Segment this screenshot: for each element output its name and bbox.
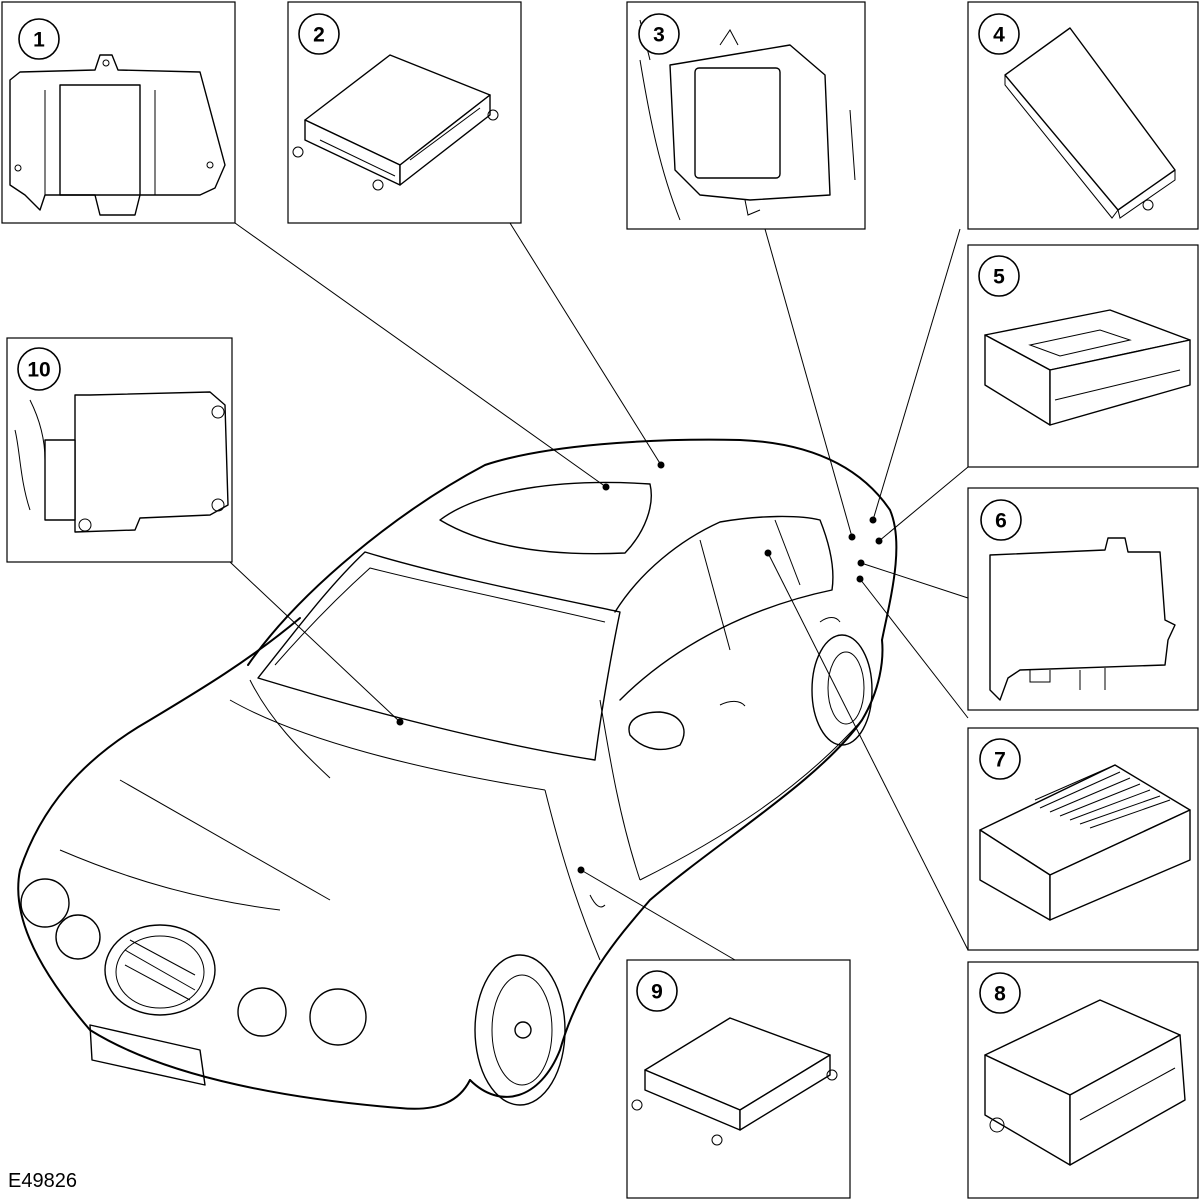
svg-text:6: 6 [995,510,1007,533]
callout-badge-3: 3 [638,13,680,55]
leader-line-10 [229,561,401,723]
leader-line-3 [764,228,853,538]
leader-line-6 [860,562,969,599]
svg-text:7: 7 [994,749,1006,772]
figure-reference-code: E49826 [8,1170,77,1192]
callout-badge-5: 5 [978,255,1020,297]
callout-badge-8: 8 [979,972,1021,1014]
panel-4 [967,1,1199,230]
svg-text:4: 4 [993,24,1005,47]
car-illustration [17,438,898,1110]
callout-badge-1: 1 [18,18,60,60]
leader-lines [229,222,969,961]
leader-line-8 [767,552,969,951]
callout-badge-2: 2 [298,13,340,55]
panel-8 [967,961,1199,1199]
leader-line-5 [878,466,969,542]
svg-text:2: 2 [313,24,325,47]
leader-line-2 [509,222,662,466]
callout-badge-10: 10 [17,347,61,391]
svg-text:8: 8 [994,983,1006,1006]
panel-1 [1,1,236,224]
leader-line-1 [234,222,607,488]
svg-text:3: 3 [653,24,665,47]
svg-text:9: 9 [651,981,663,1004]
callout-badge-6: 6 [980,499,1022,541]
callout-badge-7: 7 [979,738,1021,780]
svg-text:10: 10 [27,359,50,382]
callout-badge-9: 9 [636,970,678,1012]
svg-text:5: 5 [993,266,1005,289]
leader-line-7 [859,578,969,719]
leader-line-4 [872,228,961,521]
callout-badge-4: 4 [978,13,1020,55]
svg-text:1: 1 [33,29,45,52]
panel-2 [287,1,522,224]
leader-line-9 [580,869,736,961]
location-dots [396,461,883,874]
panel-5 [967,244,1199,468]
